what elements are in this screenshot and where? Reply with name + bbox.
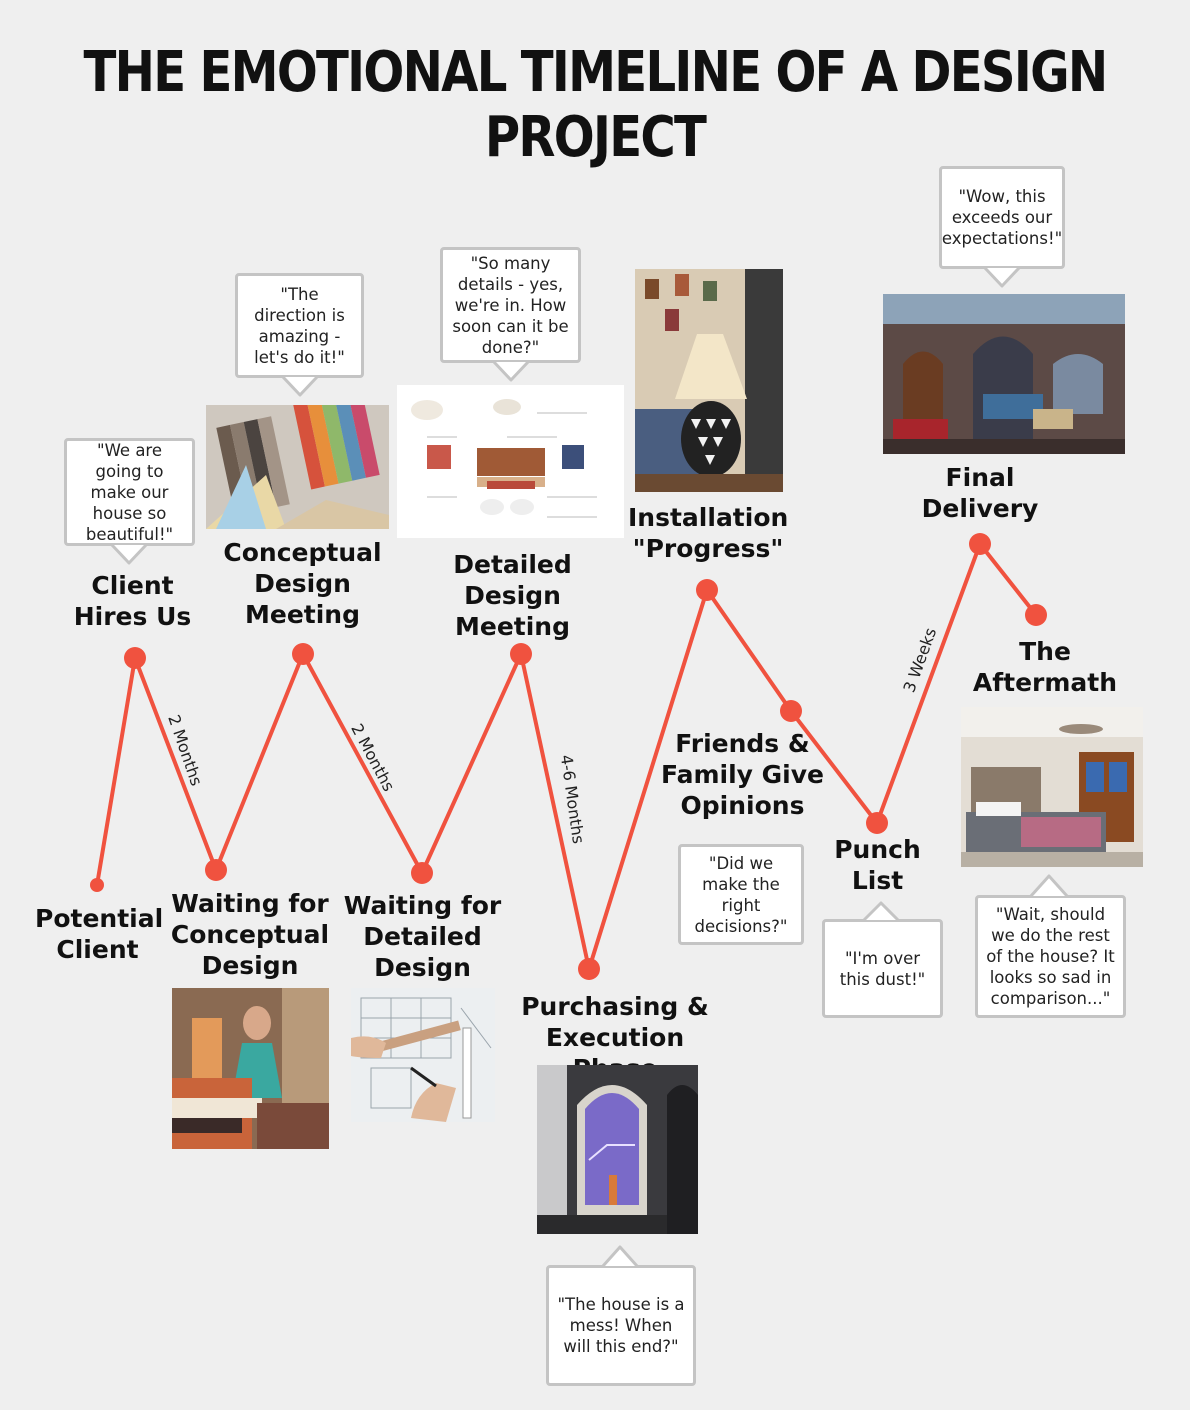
stage-label-client-hires-us: Client Hires Us — [73, 571, 192, 631]
construction-doorway-photo — [537, 1065, 698, 1234]
duration-label: 3 Weeks — [899, 625, 940, 695]
designer-with-fabrics-photo — [172, 988, 329, 1149]
point-punch-list — [866, 812, 888, 834]
quote-bubble-final-delivery: "Wow, this exceeds our expectations!" — [939, 166, 1065, 269]
stage-label-friends-family: Friends & Family Give Opinions — [660, 729, 824, 820]
point-waiting-detailed — [411, 862, 433, 884]
quote-bubble-punch-list: "I'm over this dust!" — [822, 919, 943, 1018]
point-purchasing — [578, 958, 600, 980]
point-potential-client — [90, 878, 104, 892]
page-title: THE EMOTIONAL TIMELINE OF A DESIGN PROJE… — [83, 40, 1109, 170]
point-friends-family — [780, 700, 802, 722]
quote-bubble-client-hires-us: "We are going to make our house so beaut… — [64, 438, 195, 546]
quote-bubble-purchasing: "The house is a mess! When will this end… — [546, 1265, 696, 1386]
point-final-delivery — [969, 533, 991, 555]
table-lamp-photo — [635, 269, 783, 492]
stage-label-final-delivery: Final Delivery — [921, 463, 1039, 523]
quote-bubble-conceptual-meeting: "The direction is amazing - let's do it!… — [235, 273, 364, 378]
stage-label-waiting-conceptual: Waiting for Conceptual Design — [170, 889, 330, 980]
timeline-line — [95, 542, 1038, 971]
finished-house-photo — [883, 294, 1125, 454]
stage-label-installation: Installation "Progress" — [628, 503, 789, 563]
point-aftermath — [1025, 604, 1047, 626]
point-installation — [696, 579, 718, 601]
stage-label-waiting-detailed: Waiting for Detailed Design — [343, 891, 502, 982]
point-waiting-conceptual — [205, 859, 227, 881]
fabric-swatches-photo — [206, 405, 389, 529]
quote-bubble-aftermath: "Wait, should we do the rest of the hous… — [975, 895, 1126, 1018]
stage-label-punch-list: Punch List — [834, 835, 921, 895]
drafting-plans-photo — [351, 988, 495, 1122]
point-conceptual-meeting — [292, 643, 314, 665]
duration-label: 4-6 Months — [557, 753, 588, 844]
stage-label-detailed-meeting: Detailed Design Meeting — [453, 550, 572, 641]
stage-label-potential-client: Potential Client — [35, 904, 164, 964]
point-client-hires-us — [124, 647, 146, 669]
stage-label-conceptual-meeting: Conceptual Design Meeting — [223, 538, 382, 629]
point-detailed-meeting — [510, 643, 532, 665]
design-board-photo — [397, 385, 624, 538]
stage-label-aftermath: The Aftermath — [972, 637, 1118, 697]
quote-bubble-detailed-meeting: "So many details - yes, we're in. How so… — [440, 247, 581, 363]
quote-bubble-friends-family: "Did we make the right decisions?" — [678, 844, 804, 945]
bedroom-photo — [961, 707, 1143, 867]
